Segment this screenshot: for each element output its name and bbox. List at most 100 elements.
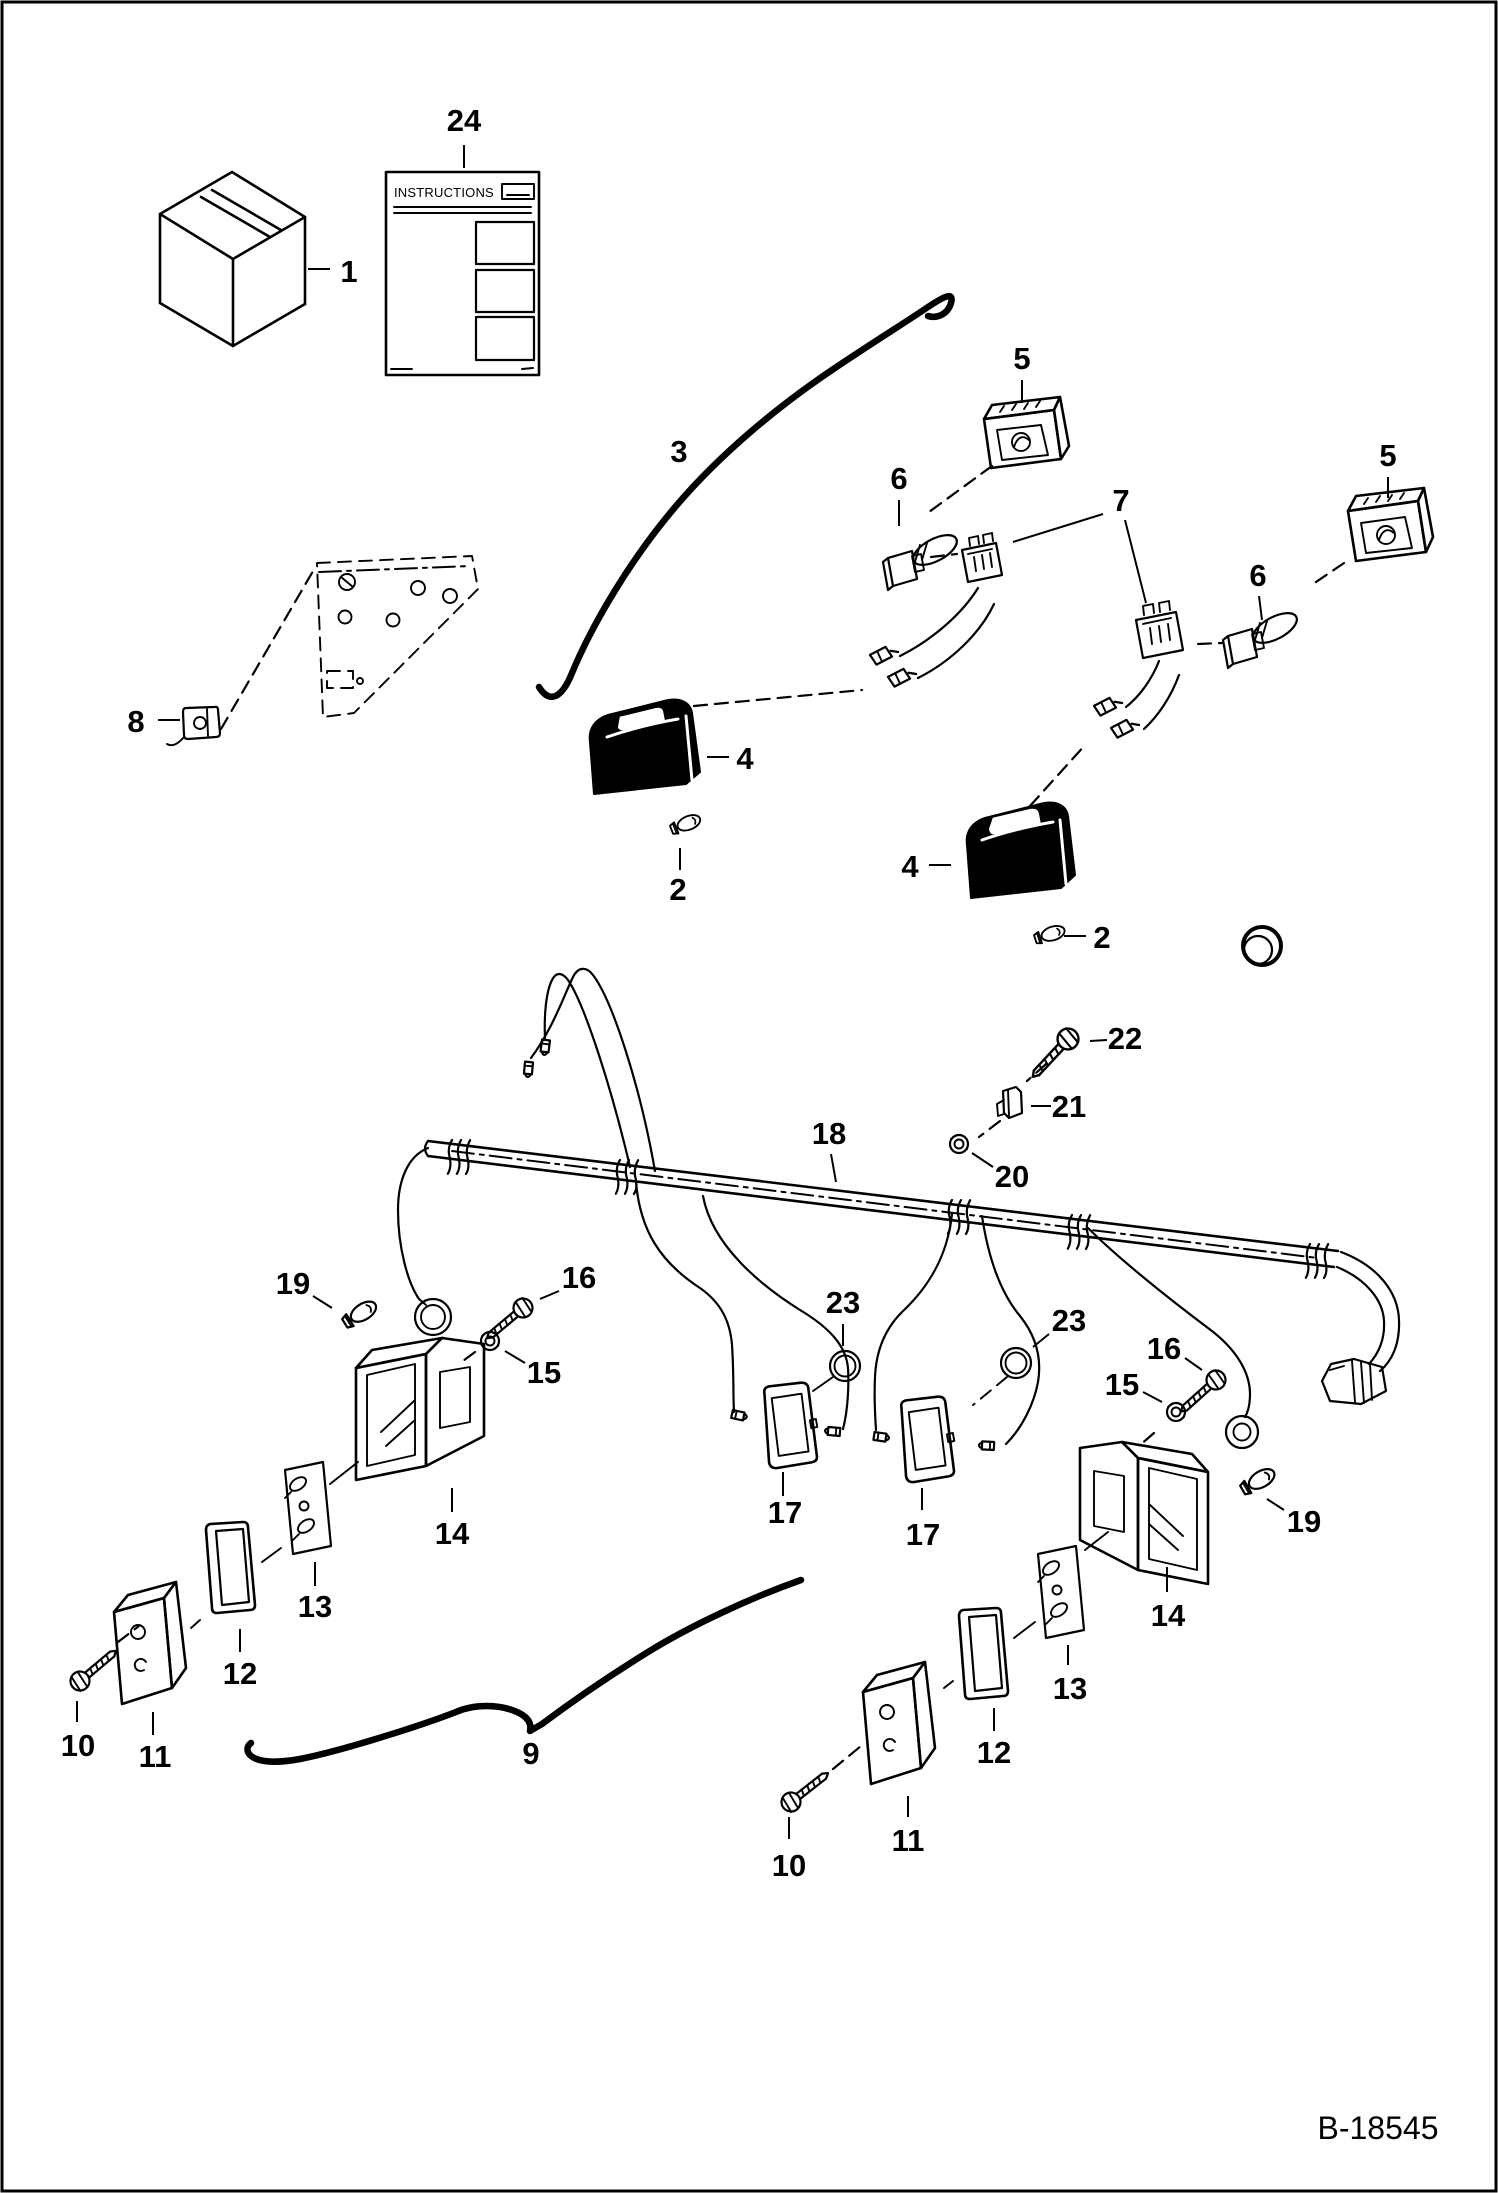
clamp-21 (996, 1085, 1024, 1120)
harness-centerline (451, 1150, 1319, 1259)
grommet (1241, 925, 1283, 967)
callout-22-13: 22 (1108, 1021, 1142, 1056)
panel-outline (316, 555, 479, 718)
ring-eyelet (1224, 1414, 1260, 1450)
callout-12-22: 12 (223, 1656, 257, 1691)
callout-13-21: 13 (298, 1589, 332, 1624)
callout-13-33: 13 (1053, 1671, 1087, 1706)
flasher-17-right (899, 1394, 958, 1484)
screw-10-right (776, 1764, 835, 1817)
callout-1-0: 1 (340, 254, 357, 289)
instructions-title: INSTRUCTIONS (394, 185, 494, 200)
callout-leader-20-15 (971, 1152, 994, 1168)
callout-10-36: 10 (772, 1848, 806, 1883)
callout-leader-19-32 (1266, 1498, 1285, 1511)
screw-16-left (479, 1293, 538, 1347)
lens-11-left (112, 1580, 188, 1706)
callout-6-4: 6 (890, 461, 907, 496)
bulb-socket-6-right (1221, 612, 1298, 670)
callout-12-34: 12 (977, 1735, 1011, 1770)
callout-14-20: 14 (435, 1516, 470, 1551)
switch-bezel-4-right (965, 801, 1076, 899)
instruction-sheet-24: INSTRUCTIONS (384, 170, 541, 377)
wire-harness-18 (396, 967, 1401, 1450)
callout-leader-18-16 (830, 1153, 837, 1183)
callout-leader-16-29 (1184, 1357, 1203, 1371)
bulb-socket-6-left (881, 534, 958, 592)
lamp-cluster-right (776, 1365, 1279, 1817)
harness-tube-bottom (426, 1154, 1336, 1269)
callout-17-28: 17 (906, 1517, 940, 1552)
screw-10-left (65, 1642, 124, 1696)
bulb-19-right (1237, 1463, 1279, 1499)
callout-2-12: 2 (1093, 920, 1110, 955)
callout-leader-6-7 (1258, 595, 1263, 621)
callout-11-23: 11 (139, 1739, 172, 1774)
cluster-lines (943, 1531, 1109, 1689)
callout-5-6: 5 (1379, 438, 1396, 473)
lamp-cluster-left (65, 1293, 538, 1706)
shipping-box-1 (158, 170, 307, 348)
spade-terminal (867, 643, 901, 667)
callout-16-29: 16 (1147, 1331, 1181, 1366)
callout-10-24: 10 (61, 1728, 95, 1763)
bulb-19-left (339, 1296, 381, 1332)
multi-pin-connector (1320, 1357, 1388, 1406)
harness-wrap (612, 1156, 641, 1198)
callout-16-18: 16 (562, 1260, 596, 1295)
connector-7-right (1091, 600, 1185, 740)
bullet-terminal (522, 1060, 535, 1079)
callout-19-17: 19 (276, 1266, 310, 1301)
callout-9-37: 9 (522, 1736, 539, 1771)
callout-23-25: 23 (826, 1285, 860, 1320)
callout-leader-19-17 (312, 1295, 333, 1309)
hardware-dash-line (977, 1062, 1048, 1139)
switch-bezel-4-left (588, 698, 701, 795)
oring-right-dash (972, 1376, 1008, 1406)
callout-2-10: 2 (669, 872, 686, 907)
callout-5-3: 5 (1013, 341, 1030, 376)
clip-nut-8 (166, 705, 222, 747)
callout-14-31: 14 (1151, 1598, 1186, 1633)
bulb-plate-13-right (1036, 1544, 1086, 1640)
callout-7-5: 7 (1112, 483, 1129, 518)
spade-terminal (1091, 694, 1125, 718)
callout-leader-15-30 (1142, 1391, 1163, 1403)
nut-20 (948, 1133, 970, 1155)
callout-leader-23-26 (1032, 1333, 1050, 1348)
callout-leader-7-5 (1012, 513, 1104, 543)
callout-18-16: 18 (812, 1116, 846, 1151)
screw-16-right (1173, 1365, 1231, 1420)
nut-15-left (479, 1330, 501, 1352)
callout-24-1: 24 (447, 103, 482, 138)
bulb-2-left (668, 811, 704, 838)
callout-11-35: 11 (892, 1823, 925, 1858)
switch-5-right (1346, 486, 1435, 563)
callout-3-2: 3 (670, 434, 687, 469)
callout-8-8: 8 (127, 704, 144, 739)
mount-panel-8 (166, 555, 479, 747)
bullet-terminal (823, 1425, 842, 1438)
wire-cable-3 (535, 293, 955, 700)
lens-11-right (861, 1660, 937, 1786)
bullet-terminal (872, 1430, 891, 1444)
lamp-housing-14-right (1078, 1440, 1210, 1586)
gasket-12-left (204, 1520, 257, 1615)
cluster-dashes (831, 1431, 1156, 1771)
cluster-lines (190, 1461, 359, 1629)
harness-wire-9 (244, 1576, 805, 1765)
callout-leader-15-19 (504, 1350, 526, 1364)
bulb-plate-13-left (283, 1460, 333, 1556)
spade-terminal (1108, 716, 1142, 740)
callout-leader-22-13 (1089, 1039, 1108, 1042)
switch-5-left (982, 395, 1071, 470)
assembly-dashes (692, 464, 1346, 808)
bullet-terminal (539, 1038, 552, 1057)
gasket-12-right (957, 1606, 1010, 1701)
assembly-line (219, 564, 318, 731)
harness-wrap (1302, 1240, 1331, 1282)
callout-15-19: 15 (527, 1355, 561, 1390)
